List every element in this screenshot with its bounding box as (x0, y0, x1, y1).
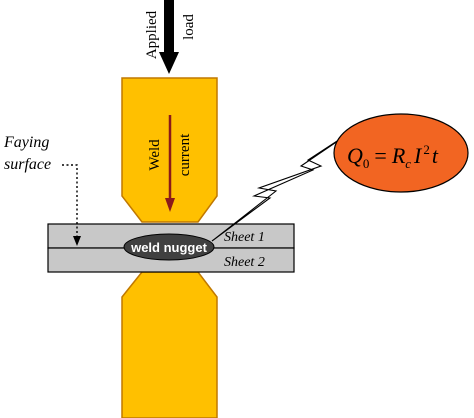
dotted-arrow-icon (62, 164, 81, 246)
applied-load-line1: Applied (144, 10, 160, 59)
eq-t: t (432, 143, 439, 168)
faying-surface-line1: Faying (3, 134, 49, 151)
weld-current-label: Weld current (147, 133, 193, 176)
eq-q-sub: 0 (363, 156, 370, 171)
weld-nugget (123, 233, 215, 261)
sheet-1-label: Sheet 1 (224, 230, 265, 245)
applied-load-label: Applied load (144, 10, 197, 59)
lower-electrode (121, 271, 218, 418)
eq-i-sup: 2 (423, 142, 430, 157)
weld-nugget-label: weld nugget (130, 240, 208, 255)
equation-bubble (333, 113, 469, 193)
current-arrow-icon (165, 115, 175, 212)
faying-surface-line2: surface (4, 156, 51, 173)
weld-current-line1: Weld (147, 139, 163, 171)
eq-i: I (413, 143, 423, 168)
eq-equals: = (374, 143, 386, 168)
arrow-down-icon (159, 0, 179, 74)
weld-current-line2: current (177, 133, 193, 176)
eq-q: Q (347, 143, 363, 168)
eq-r: R (391, 143, 406, 168)
eq-r-sub: c (405, 156, 411, 171)
sheet-2-label: Sheet 2 (224, 255, 265, 270)
applied-load-line2: load (181, 14, 197, 40)
